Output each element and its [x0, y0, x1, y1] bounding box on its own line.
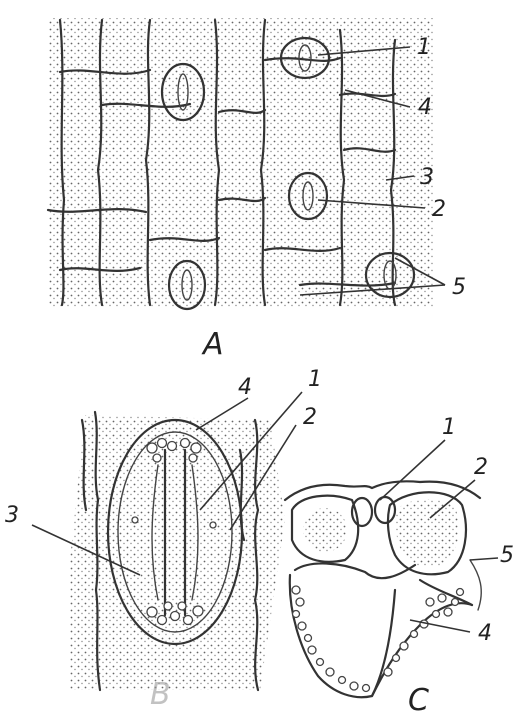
label-a-4: 4 — [418, 95, 432, 120]
subsidiary-cell-right-contents — [396, 499, 459, 567]
label-b-4: 4 — [238, 375, 252, 400]
panel-c-title: C — [408, 683, 429, 716]
label-c-1: 1 — [442, 415, 456, 440]
label-c-5: 5 — [500, 543, 514, 568]
label-a-1: 1 — [417, 35, 431, 60]
panel-b-illustration: 4 1 2 3 B — [5, 367, 322, 712]
label-b-1: 1 — [308, 367, 322, 392]
subsidiary-cell-left-contents — [303, 508, 347, 552]
label-a-2: 2 — [432, 197, 446, 222]
panel-a-illustration: 1 4 3 2 5 A — [48, 18, 466, 362]
label-b-2: 2 — [303, 405, 317, 430]
guard-cell-c-right — [375, 497, 395, 523]
label-b-3: 3 — [5, 503, 19, 528]
panel-a-title: A — [201, 327, 224, 362]
label-c-2: 2 — [474, 455, 488, 480]
substomatal-chamber — [295, 563, 415, 578]
panel-b-background — [70, 415, 285, 690]
label-a-5: 5 — [452, 275, 466, 300]
leader-c-5 — [470, 558, 498, 560]
epidermis-background — [48, 18, 434, 308]
panel-b-title: B — [150, 677, 171, 712]
panel-c-illustration: 1 2 5 4 C — [285, 415, 514, 716]
leader-c-1 — [380, 440, 445, 500]
label-c-4: 4 — [478, 621, 492, 646]
intercellular-space-5 — [470, 560, 481, 610]
label-a-3: 3 — [420, 165, 434, 190]
